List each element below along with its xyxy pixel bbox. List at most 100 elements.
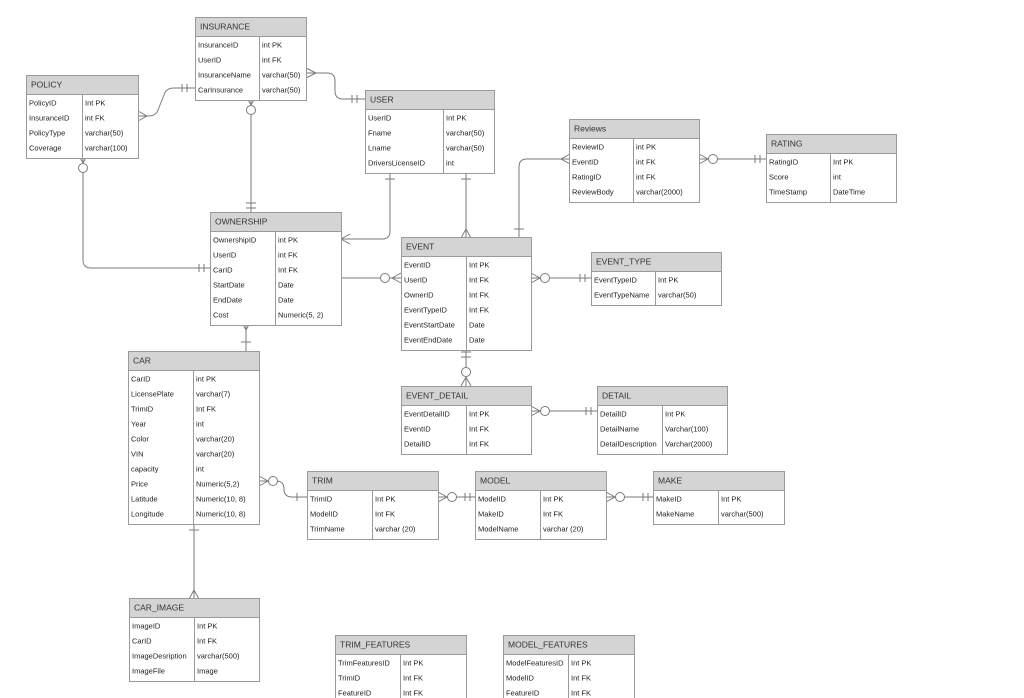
attribute-type: int FK: [636, 173, 656, 182]
attribute-type: Date: [469, 321, 485, 330]
entity-header: [365, 90, 495, 110]
entity-title: MAKE: [658, 476, 682, 486]
attribute-name: DetailDescription: [600, 440, 657, 449]
attribute-type: varchar(20): [196, 435, 235, 444]
entity-title: DETAIL: [602, 391, 631, 401]
attribute-type: int: [833, 173, 842, 182]
rel-policy-insurance[interactable]: [138, 87, 195, 117]
attribute-type: Date: [278, 281, 294, 290]
attribute-name: Year: [131, 420, 147, 429]
attribute-name: RatingID: [769, 158, 799, 167]
attribute-name: MakeID: [656, 495, 682, 504]
entity-header: [569, 119, 700, 139]
attribute-type: Int FK: [403, 674, 423, 683]
rel-user-ownership[interactable]: [341, 170, 391, 240]
attribute-type: Int PK: [658, 276, 678, 285]
attribute-type: int FK: [278, 251, 298, 260]
entity-title: CAR: [133, 356, 151, 366]
rel-insurance-user[interactable]: [306, 72, 366, 100]
attribute-type: varchar(50): [446, 129, 485, 138]
attribute-type: int: [446, 159, 455, 168]
attribute-type: varchar (20): [543, 525, 584, 534]
entity-header: [591, 252, 722, 272]
attribute-name: ModelFeaturesID: [506, 659, 564, 668]
attribute-type: varchar(50): [658, 291, 697, 300]
attribute-type: Int PK: [403, 659, 423, 668]
attribute-type: varchar(50): [85, 129, 124, 138]
attribute-type: Int PK: [446, 114, 466, 123]
attribute-type: int PK: [636, 143, 656, 152]
attribute-name: CarID: [131, 375, 151, 384]
attribute-type: Int FK: [571, 674, 591, 683]
attribute-name: UserID: [213, 251, 237, 260]
entity-title: EVENT_TYPE: [596, 257, 652, 267]
entity-title: TRIM_FEATURES: [340, 640, 411, 650]
attribute-name: MakeID: [478, 510, 504, 519]
attribute-type: Int FK: [196, 405, 216, 414]
attribute-name: PolicyID: [29, 99, 57, 108]
entity-title: EVENT_DETAIL: [406, 391, 468, 401]
attribute-name: TrimID: [131, 405, 154, 414]
rel-policy-ownership[interactable]: [82, 154, 211, 269]
attribute-name: Color: [131, 435, 149, 444]
attribute-name: Price: [131, 480, 148, 489]
attribute-name: DriversLicenseID: [368, 159, 426, 168]
attribute-type: Int PK: [571, 659, 591, 668]
attribute-name: EventID: [404, 425, 431, 434]
attribute-name: TrimFeaturesID: [338, 659, 390, 668]
attribute-name: RatingID: [572, 173, 602, 182]
attribute-type: Int PK: [721, 495, 741, 504]
attribute-type: varchar(2000): [636, 188, 683, 197]
attribute-name: TrimID: [310, 495, 333, 504]
attribute-name: EventStartDate: [404, 321, 455, 330]
attribute-name: EventTypeID: [404, 306, 448, 315]
entity-header: [766, 134, 897, 154]
attribute-type: int PK: [278, 236, 298, 245]
attribute-name: MakeName: [656, 510, 694, 519]
attribute-type: Int PK: [665, 410, 685, 419]
attribute-name: InsuranceID: [29, 114, 70, 123]
attribute-name: capacity: [131, 465, 159, 474]
entity-title: OWNERSHIP: [215, 217, 268, 227]
attribute-name: StartDate: [213, 281, 245, 290]
attribute-type: Numeric(10, 8): [196, 495, 246, 504]
attribute-name: DetailID: [404, 440, 431, 449]
attribute-name: LicensePlate: [131, 390, 174, 399]
attribute-type: Int PK: [469, 410, 489, 419]
attribute-name: OwnershipID: [213, 236, 257, 245]
relationship-lines: [77, 67, 766, 600]
rel-reviews-event[interactable]: [518, 158, 570, 238]
attribute-type: varchar(500): [197, 652, 240, 661]
attribute-name: EventID: [572, 158, 599, 167]
entity-title: RATING: [771, 139, 802, 149]
attribute-name: Fname: [368, 129, 391, 138]
attribute-name: ModelID: [506, 674, 535, 683]
attribute-name: Latitude: [131, 495, 158, 504]
rel-car-trim[interactable]: [259, 480, 308, 498]
attribute-type: varchar(50): [262, 86, 301, 95]
attribute-name: EndDate: [213, 296, 242, 305]
attribute-type: Int PK: [85, 99, 105, 108]
entity-title: INSURANCE: [200, 22, 250, 32]
attribute-name: Cost: [213, 311, 229, 320]
attribute-name: Longitude: [131, 510, 164, 519]
attribute-name: Coverage: [29, 144, 62, 153]
attribute-type: Numeric(10, 8): [196, 510, 246, 519]
